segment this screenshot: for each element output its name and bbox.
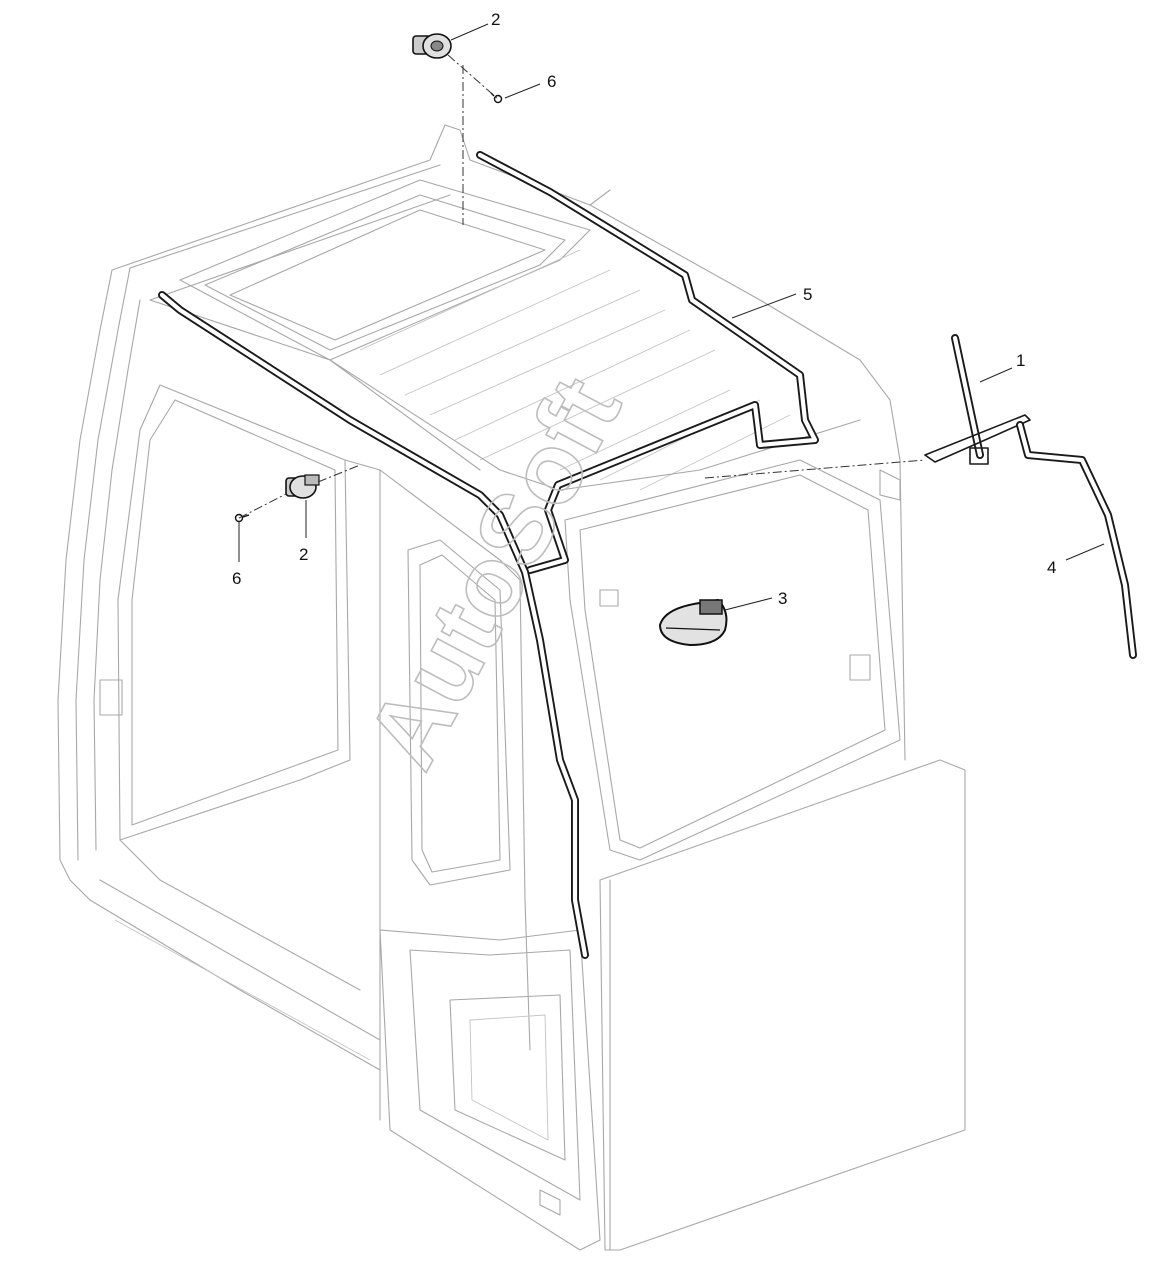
air-duct-5 [158,151,819,959]
centerlines [238,54,926,519]
callout-1: 1 [1016,351,1025,370]
screw-6-side [234,513,250,523]
leader-lines [238,23,1105,611]
rod-assembly-1 [924,334,1031,465]
callout-4: 4 [1047,558,1056,577]
callout-labels: 1 2 2 3 4 5 6 6 [232,10,1056,608]
callout-6-top: 6 [547,72,556,91]
callout-6-side: 6 [232,569,241,588]
callout-2-side: 2 [299,545,308,564]
cab-frame [57,124,966,1251]
vent-2-top [412,33,452,59]
callout-3: 3 [778,589,787,608]
dome-lamp-3 [658,598,728,647]
rod-4 [1016,421,1137,659]
callout-2-top: 2 [491,10,500,29]
vent-2-side [285,474,320,499]
callout-5: 5 [803,285,812,304]
watermark: AutoSoft [346,360,643,785]
